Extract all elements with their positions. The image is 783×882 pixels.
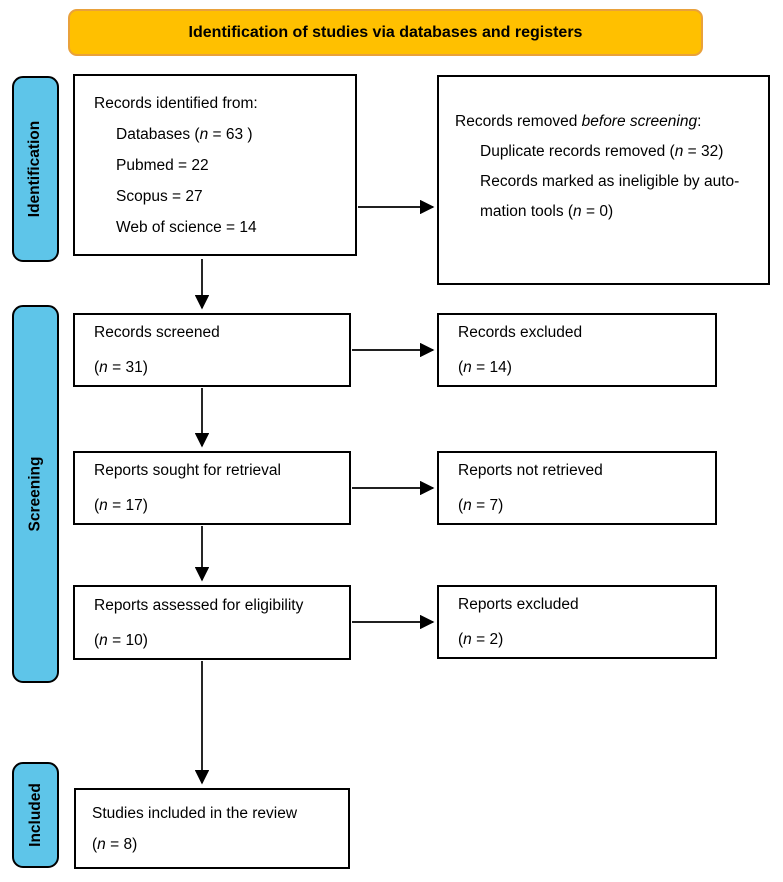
- box-records-removed: Records removed before screening: Duplic…: [437, 75, 770, 285]
- box-records-identified-item: Scopus = 27: [116, 187, 203, 205]
- box-records-removed-title: Records removed before screening:: [455, 113, 702, 130]
- box-records-excluded-count: (n = 14): [458, 359, 512, 376]
- banner: Identification of studies via databases …: [68, 9, 703, 56]
- stage-label-identification: Identification: [12, 76, 59, 262]
- box-reports-assessed: Reports assessed for eligibility (n = 10…: [73, 585, 351, 660]
- box-studies-included-count: (n = 8): [92, 835, 138, 853]
- box-studies-included-line: Studies included in the review: [92, 804, 298, 822]
- box-reports-excluded-count: (n = 2): [458, 631, 504, 648]
- stage-label-included: Included: [12, 762, 59, 868]
- box-reports-sought-line: Reports sought for retrieval: [94, 462, 281, 479]
- box-records-removed-item: mation tools (n = 0): [480, 203, 614, 220]
- box-reports-excluded-line: Reports excluded: [458, 596, 579, 613]
- box-studies-included: Studies included in the review (n = 8): [74, 788, 350, 869]
- box-records-identified-item: Pubmed = 22: [116, 156, 209, 174]
- box-records-identified: Records identified from: Databases (n = …: [73, 74, 357, 256]
- stage-label-identification-text: Identification: [26, 120, 44, 218]
- box-records-screened-count: (n = 31): [94, 359, 148, 376]
- box-reports-sought-count: (n = 17): [94, 497, 148, 514]
- stage-label-screening: Screening: [12, 305, 59, 683]
- box-reports-excluded: Reports excluded (n = 2): [437, 585, 717, 659]
- box-records-identified-item: Databases (n = 63 ): [116, 125, 253, 143]
- box-records-removed-item: Duplicate records removed (n = 32): [480, 143, 724, 160]
- box-records-identified-item: Web of science = 14: [116, 218, 257, 236]
- stage-label-included-text: Included: [26, 783, 44, 847]
- stage-label-screening-text: Screening: [26, 456, 44, 532]
- box-reports-not-retrieved-count: (n = 7): [458, 497, 504, 514]
- box-reports-assessed-count: (n = 10): [94, 631, 148, 649]
- box-reports-sought: Reports sought for retrieval (n = 17): [73, 451, 351, 525]
- box-records-excluded-line: Records excluded: [458, 324, 583, 341]
- box-records-identified-title: Records identified from:: [94, 94, 258, 112]
- box-reports-not-retrieved: Reports not retrieved (n = 7): [437, 451, 717, 525]
- box-reports-not-retrieved-line: Reports not retrieved: [458, 462, 603, 479]
- box-records-screened-line: Records screened: [94, 324, 220, 341]
- banner-title: Identification of studies via databases …: [188, 23, 583, 41]
- box-records-screened: Records screened (n = 31): [73, 313, 351, 387]
- box-records-removed-item: Records marked as ineligible by auto-: [480, 173, 740, 190]
- box-records-excluded: Records excluded (n = 14): [437, 313, 717, 387]
- box-reports-assessed-line: Reports assessed for eligibility: [94, 596, 304, 614]
